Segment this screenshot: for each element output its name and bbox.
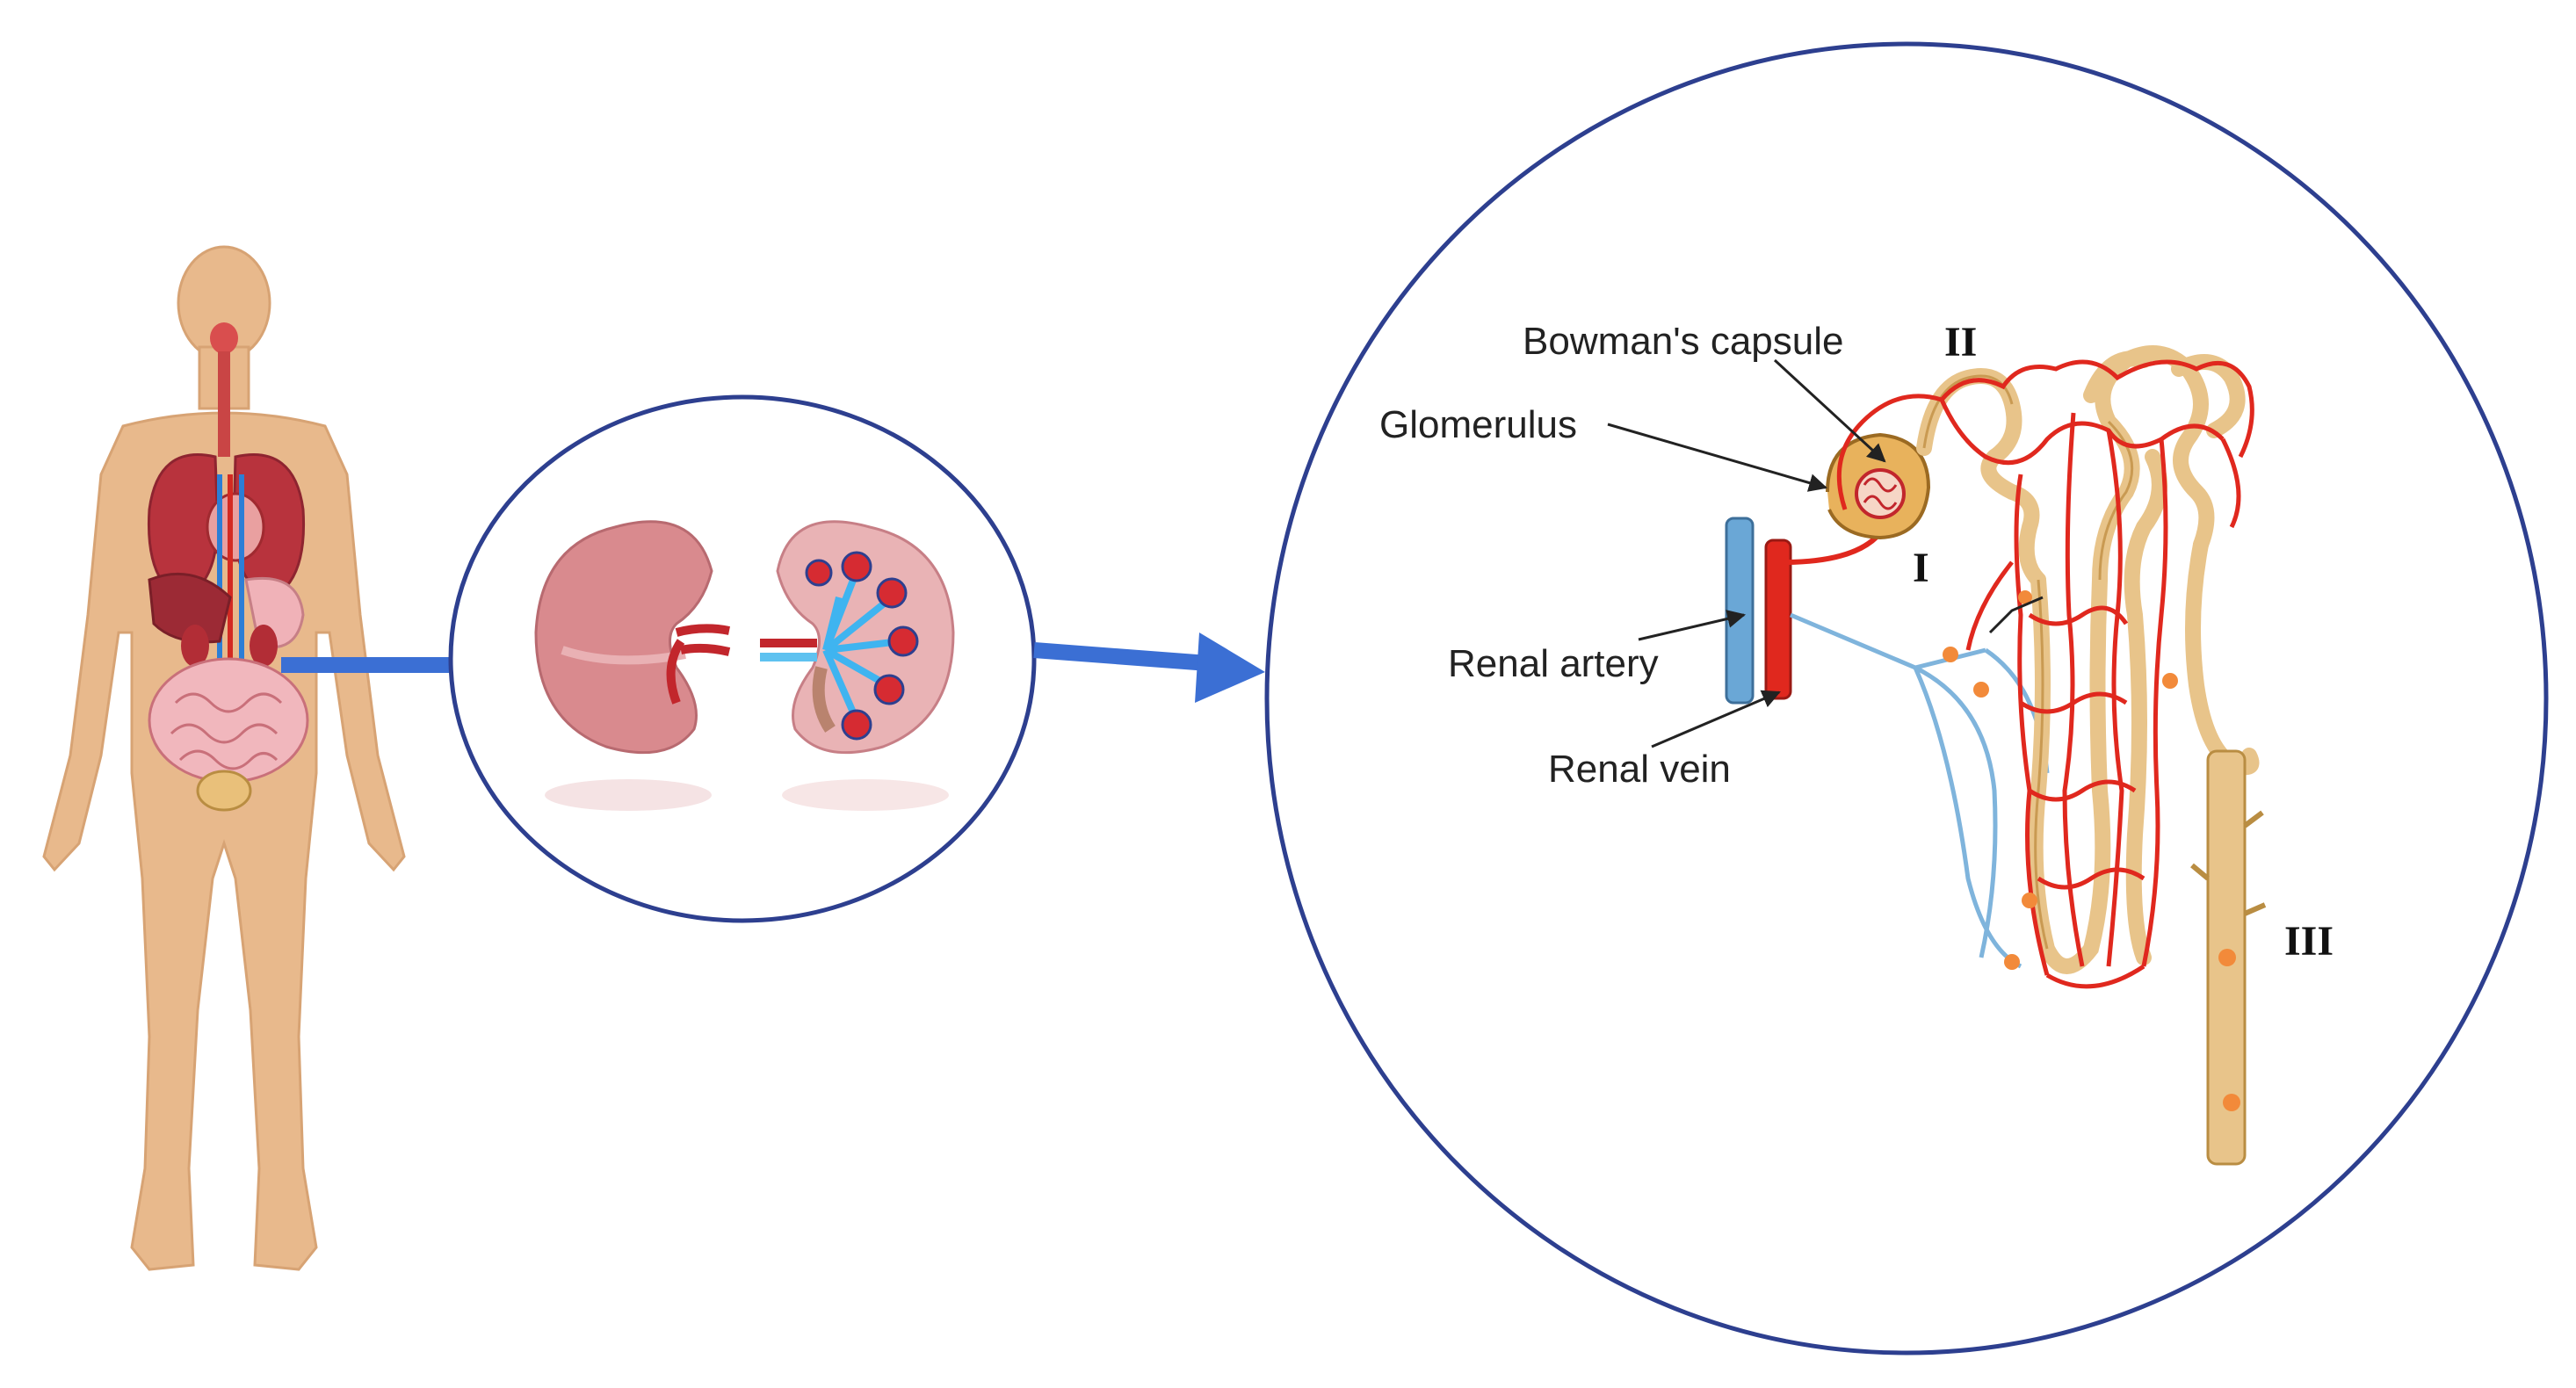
kidney-icon [534,520,731,811]
renal-artery-vessel [1725,517,1755,705]
zoom-arrow [1033,633,1265,703]
renal-vein-label: Renal vein [1548,748,1731,791]
renal-artery-label: Renal artery [1448,642,1659,685]
roman-numeral-1: I [1913,545,1929,591]
label-leaders [1607,358,2044,748]
glomerulus-shape [1855,468,1906,519]
bowmans-capsule-label: Bowman's capsule [1523,320,1843,363]
nephron-icon [1725,345,2267,1166]
roman-numeral-2: II [1944,319,1977,365]
human-body-icon [42,245,406,1271]
nephron-zoom-circle [1264,41,2549,1355]
capillary-network [1836,359,2254,989]
glomerulus-label: Glomerulus [1379,403,1577,446]
orange-markers [1943,590,2240,1111]
roman-numeral-3: III [2284,918,2334,965]
kidney-cross-section-icon [760,520,955,811]
connector-bar [281,657,452,673]
kidney-zoom-circle [448,394,1037,923]
